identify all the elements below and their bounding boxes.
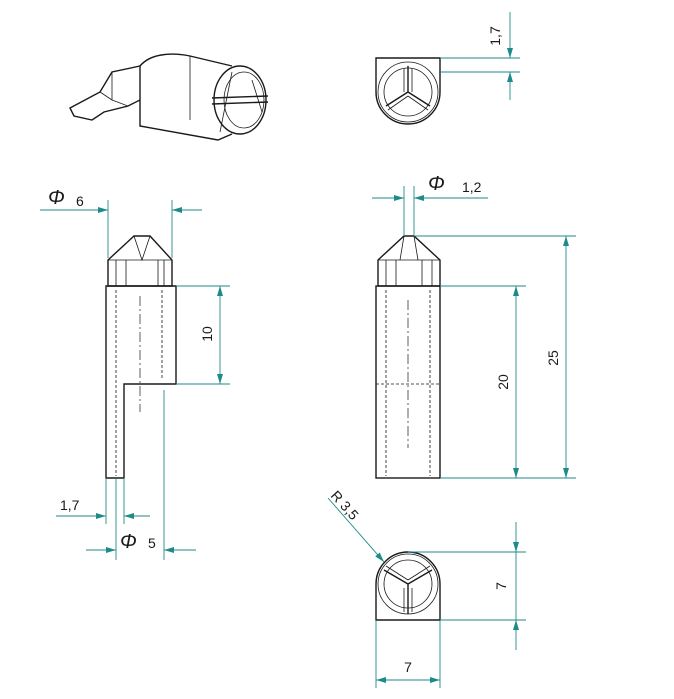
dim-left-shaft-label: 5 [148,535,156,551]
end-view-bottom [375,551,441,621]
end-view-top [375,57,441,125]
isometric-view [69,53,269,141]
dim-left-shaft-symbol: Φ [120,531,137,553]
dimension-right-body: 20 [440,285,576,479]
dim-left-diameter-label: 6 [76,193,84,209]
dim-right-tip-label: 1,2 [462,179,482,195]
dimension-right-tip: Φ 1,2 [372,173,488,236]
dim-bottom-height-label: 7 [493,582,509,590]
side-view-left [105,235,177,479]
dimension-left-slot: 10 [176,285,230,385]
dim-right-total-label: 25 [545,350,561,366]
dimension-top-gap: 1,7 [440,12,520,100]
dimension-bottom-width: 7 [375,620,441,688]
dimension-bottom-height: 7 [408,522,526,650]
dimension-left-diameter: Φ 6 [40,187,202,258]
dimension-left-shaft: Φ 5 [86,390,196,560]
dim-right-body-label: 20 [495,374,511,390]
dimension-radius: R 3,5 [327,487,385,563]
dim-right-tip-symbol: Φ [428,173,445,195]
dim-bottom-width-label: 7 [404,659,412,675]
side-view-right [375,235,441,479]
dim-left-diameter-symbol: Φ [48,187,65,209]
dim-top-gap-label: 1,7 [487,26,503,46]
dim-left-wall-label: 1,7 [60,497,80,513]
dim-left-slot-label: 10 [199,326,215,342]
dimension-left-wall: 1,7 [56,478,150,524]
dimension-right-total: 25 [414,235,576,478]
